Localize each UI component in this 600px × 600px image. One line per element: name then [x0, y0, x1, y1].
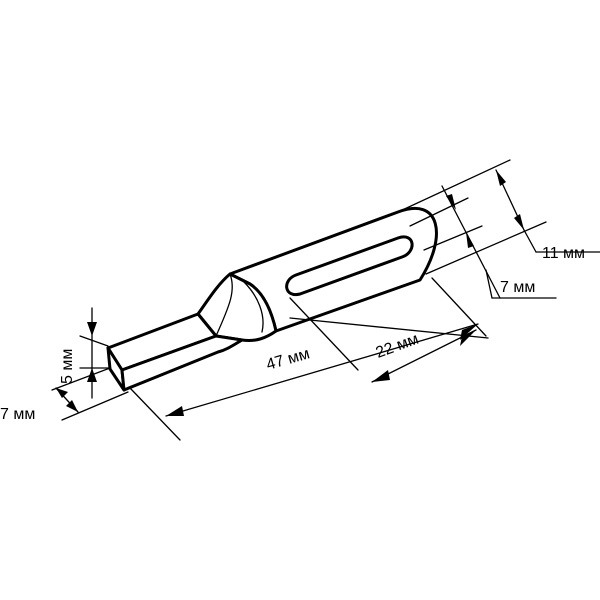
dimension-shank-diameter: 11 мм — [397, 159, 600, 275]
dimension-tip-thickness: 5 мм — [59, 307, 111, 399]
dimension-flat-width: 7 мм — [409, 185, 557, 299]
dimension-label-flat-width: 7 мм — [500, 279, 535, 296]
dimension-label-total-length: 47 мм — [264, 345, 311, 374]
neck-transition — [196, 272, 278, 342]
dimension-tip-width: 7 мм — [0, 367, 129, 423]
dimension-label-tip-width: 7 мм — [0, 406, 35, 423]
neck-edge-line — [215, 273, 233, 337]
neck-spherical-face — [243, 281, 264, 333]
dimension-label-tip-thickness: 5 мм — [59, 349, 76, 384]
part-body — [106, 206, 438, 392]
dimension-label-shank-diameter: 11 мм — [542, 245, 585, 262]
tip-side-face — [120, 334, 244, 392]
dimension-label-shank-length: 22 мм — [374, 331, 421, 362]
shank-flat-groove — [285, 235, 414, 297]
